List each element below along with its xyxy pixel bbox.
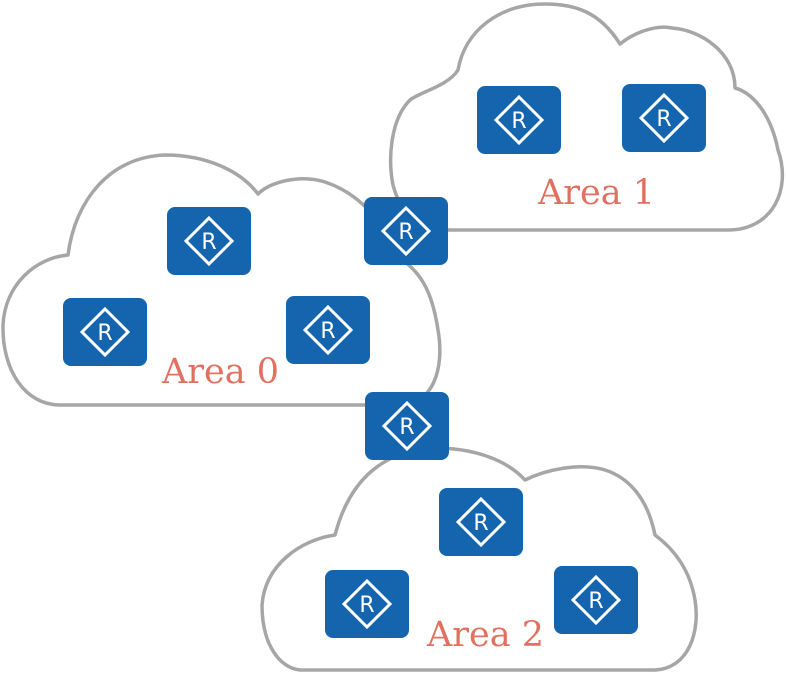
diamond-icon	[341, 578, 393, 630]
router-icon[interactable]: R	[364, 197, 448, 265]
router-icon[interactable]: R	[622, 84, 706, 152]
router-icon[interactable]: R	[365, 392, 449, 460]
diamond-icon	[183, 215, 235, 267]
router-letter: R	[359, 593, 374, 618]
router-icon[interactable]: R	[439, 488, 523, 556]
area-2-label: Area 2	[426, 615, 544, 655]
router-icon[interactable]: R	[325, 570, 409, 638]
router-icon[interactable]: R	[63, 298, 147, 366]
router-icon[interactable]: R	[477, 86, 561, 154]
router-letter: R	[656, 107, 671, 132]
router-letter: R	[320, 319, 335, 344]
area-0-label: Area 0	[161, 352, 279, 392]
router-letter: R	[201, 230, 216, 255]
diamond-icon	[570, 574, 622, 626]
diamond-icon	[302, 304, 354, 356]
area-1-label: Area 1	[537, 173, 655, 213]
router-letter: R	[97, 321, 112, 346]
router-letter: R	[588, 589, 603, 614]
router-letter: R	[511, 109, 526, 134]
router-letter: R	[399, 415, 414, 440]
diamond-icon	[381, 400, 433, 452]
diamond-icon	[455, 496, 507, 548]
router-icon[interactable]: R	[286, 296, 370, 364]
router-letter: R	[473, 511, 488, 536]
router-icon[interactable]: R	[167, 207, 251, 275]
diamond-icon	[638, 92, 690, 144]
diamond-icon	[79, 306, 131, 358]
diamond-icon	[493, 94, 545, 146]
router-icon[interactable]: R	[554, 566, 638, 634]
diamond-icon	[380, 205, 432, 257]
area-1-cloud	[388, 2, 785, 232]
router-letter: R	[398, 220, 413, 245]
